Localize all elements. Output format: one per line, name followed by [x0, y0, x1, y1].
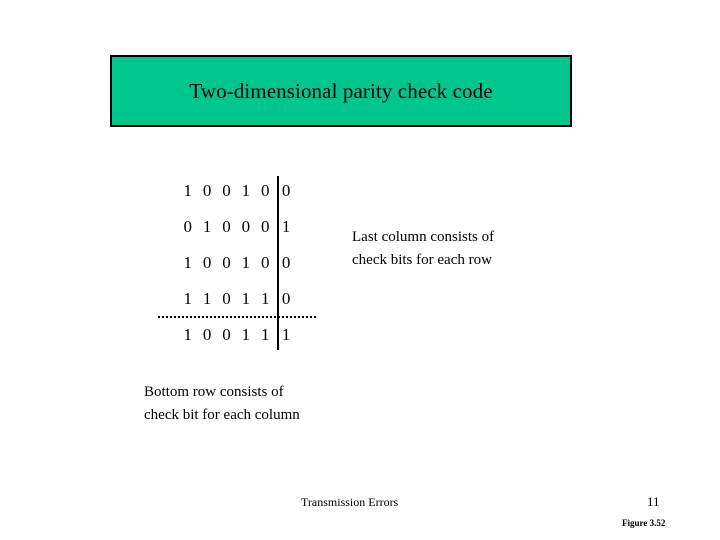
bit-cell: 0	[241, 216, 251, 236]
bit-cell: 0	[260, 216, 270, 236]
bit-cell: 0	[222, 288, 231, 308]
title-banner: Two-dimensional parity check code	[110, 55, 572, 127]
check-bit-cell: 0	[281, 180, 291, 200]
bit-cell: 1	[241, 252, 251, 272]
bit-cell: 1	[183, 252, 192, 272]
footer-figure-label: Figure 3.52	[622, 518, 666, 528]
bit-cell: 1	[260, 324, 270, 344]
bit-cell: 1	[202, 216, 212, 236]
check-column-divider	[277, 176, 279, 350]
check-row-divider	[158, 316, 316, 318]
bit-cell: 1	[183, 324, 192, 344]
check-bit-cell: 0	[281, 252, 291, 272]
bit-cell: 0	[222, 252, 231, 272]
annotation-bottom-row: Bottom row consists of check bit for eac…	[144, 381, 300, 427]
bit-cell: 0	[202, 324, 212, 344]
bit-cell: 1	[183, 180, 192, 200]
check-bit-cell: 1	[281, 216, 291, 236]
bit-cell: 0	[222, 216, 231, 236]
bit-cell: 0	[222, 324, 231, 344]
check-bit-cell: 0	[281, 288, 291, 308]
footer-title: Transmission Errors	[301, 495, 399, 509]
bit-cell: 0	[202, 252, 212, 272]
annotation-last-column-line1: Last column consists of	[352, 229, 495, 245]
annotation-last-column: Last column consists of check bits for e…	[352, 226, 494, 272]
bit-cell: 0	[222, 180, 231, 200]
annotation-bottom-row-line2: check bit for each column	[144, 407, 300, 423]
page-title: Two-dimensional parity check code	[189, 78, 493, 103]
footer-page-number: 11	[647, 494, 660, 509]
bit-cell: 1	[241, 180, 251, 200]
annotation-bottom-row-line1: Bottom row consists of	[144, 384, 284, 400]
bit-cell: 1	[202, 288, 212, 308]
bit-cell: 0	[260, 180, 270, 200]
bit-cell: 1	[241, 324, 251, 344]
bit-cell: 1	[183, 288, 192, 308]
bit-cell: 0	[260, 252, 270, 272]
bit-cell: 0	[183, 216, 192, 236]
bit-cell: 1	[241, 288, 251, 308]
bit-cell: 1	[260, 288, 270, 308]
annotation-last-column-line2: check bits for each row	[352, 252, 492, 268]
bit-cell: 0	[202, 180, 212, 200]
check-bit-cell: 1	[281, 324, 291, 344]
